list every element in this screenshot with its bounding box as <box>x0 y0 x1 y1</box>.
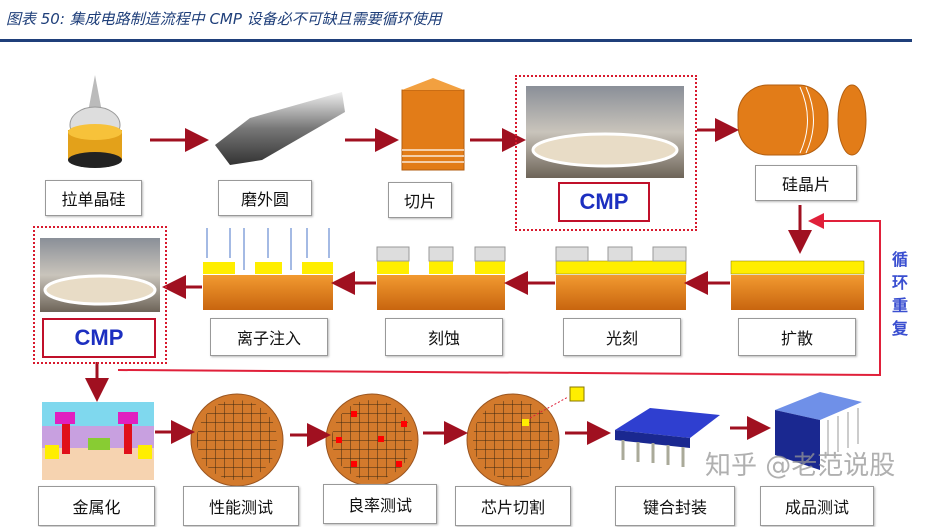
step-label-bonding-packaging: 键合封装 <box>615 486 735 526</box>
step-label-yield-test: 良率测试 <box>323 484 437 524</box>
cmp-highlight-2 <box>33 226 167 364</box>
step-label-cmp-2: CMP <box>42 318 156 358</box>
silicon-wafer-image <box>737 84 867 156</box>
title-divider <box>0 39 912 42</box>
step-label-slicing: 切片 <box>388 182 452 218</box>
metallization-image <box>42 402 154 480</box>
step-label-lithography: 光刻 <box>563 318 681 356</box>
step-label-performance-test: 性能测试 <box>183 486 299 526</box>
step-label-silicon-wafer: 硅晶片 <box>755 165 857 201</box>
loop-repeat-label: 循环重复 <box>891 250 908 338</box>
loop-line <box>117 213 881 377</box>
watermark: 知乎 @老范说股 <box>705 451 896 481</box>
chip-dicing-wafer <box>466 386 585 487</box>
ion-implant-wafer <box>203 228 333 310</box>
step-label-etching: 刻蚀 <box>385 318 503 356</box>
step-label-chip-dicing: 芯片切割 <box>455 486 571 526</box>
lithography-wafer <box>555 246 687 310</box>
finished-chip-image <box>775 392 862 470</box>
grinding-rod-image <box>215 92 345 165</box>
step-label-cmp-1: CMP <box>558 182 650 222</box>
step-label-metallization: 金属化 <box>38 486 155 526</box>
step-label-ion-implant: 离子注入 <box>210 318 328 356</box>
bonded-chip-image <box>615 408 720 467</box>
diffusion-wafer <box>730 260 865 310</box>
cmp-platen-2 <box>43 274 157 306</box>
step-label-crystal-growth: 拉单晶硅 <box>45 180 142 216</box>
figure-title: 图表 50: 集成电路制造流程中 CMP 设备必不可缺且需要循环使用 <box>6 10 442 28</box>
cmp-highlight-1 <box>515 75 697 231</box>
etching-wafer <box>376 246 506 310</box>
step-label-diffusion: 扩散 <box>738 318 856 356</box>
crystal-growth-image <box>68 75 122 168</box>
performance-test-wafer <box>190 393 284 487</box>
cmp-platen-1 <box>531 132 679 168</box>
ion-beam-arrows <box>206 228 330 270</box>
step-label-grinding: 磨外圆 <box>218 180 312 216</box>
step-label-final-test: 成品测试 <box>760 486 874 526</box>
ingot-slicing-image <box>401 78 465 171</box>
yield-test-wafer <box>325 393 419 487</box>
